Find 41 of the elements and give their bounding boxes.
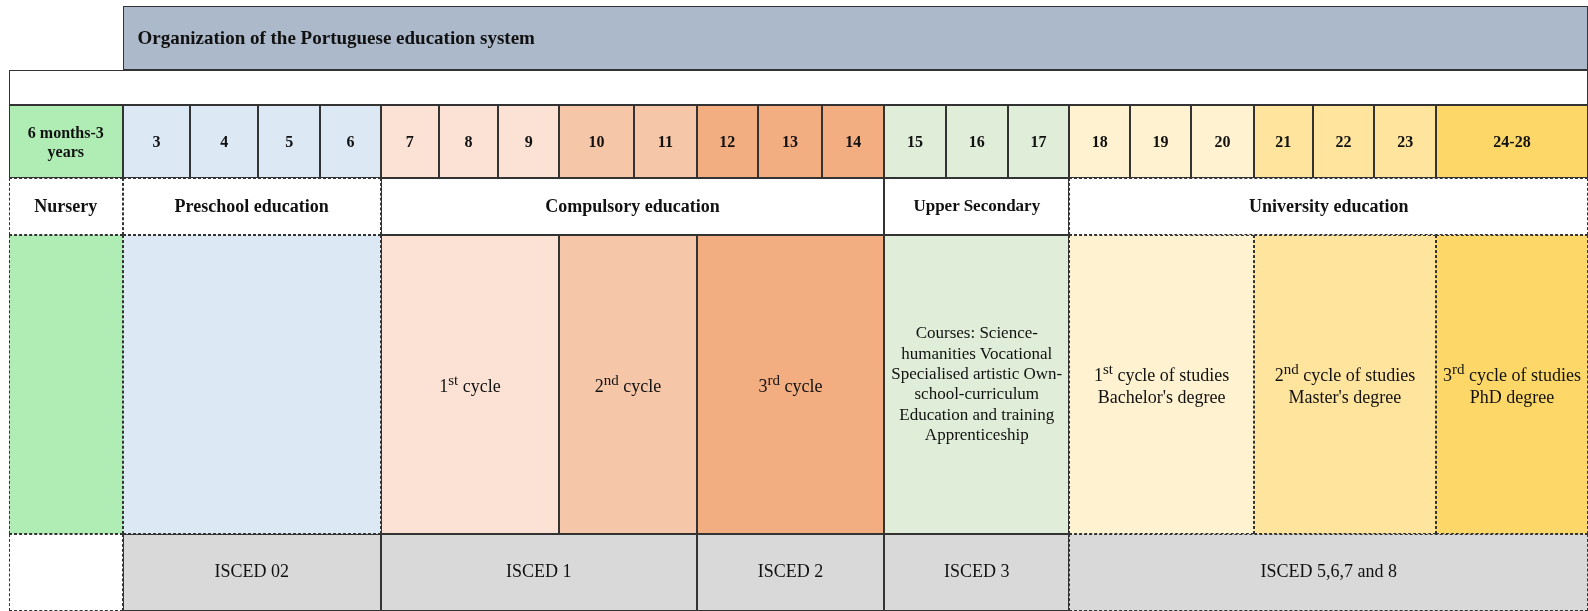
age-label: 15 bbox=[884, 105, 946, 179]
stage-heading: Upper Secondary bbox=[884, 178, 1070, 235]
isced-level: ISCED 02 bbox=[122, 533, 381, 611]
cycle-label: 3$^{rd}$ cycle of studies PhD degree bbox=[1436, 234, 1588, 534]
stage-heading: Preschool education bbox=[122, 178, 381, 235]
table-title: Organization of the Portuguese education system bbox=[122, 6, 1588, 70]
age-label: 5 bbox=[258, 105, 320, 179]
isced-level: ISCED 1 bbox=[380, 533, 697, 611]
cycle-label: 1$^{st}$ cycle of studies Bachelor's degree bbox=[1069, 234, 1254, 534]
age-label: 7 bbox=[380, 105, 439, 179]
age-label: 18 bbox=[1069, 105, 1131, 179]
age-label: 6 bbox=[320, 105, 381, 179]
age-label: 9 bbox=[498, 105, 559, 179]
stage-heading: Nursery bbox=[9, 178, 123, 235]
age-label: 24-28 bbox=[1436, 105, 1588, 179]
cycle-label: 2$^{nd}$ cycle bbox=[559, 234, 697, 534]
age-label: 6 months-3 years bbox=[9, 105, 123, 179]
isced-level: ISCED 2 bbox=[696, 533, 885, 611]
age-label: 16 bbox=[945, 105, 1008, 179]
age-label: 19 bbox=[1130, 105, 1191, 179]
age-label: 20 bbox=[1191, 105, 1254, 179]
age-label: 12 bbox=[696, 105, 758, 179]
stage-heading: Compulsory education bbox=[380, 178, 885, 235]
age-label: 21 bbox=[1253, 105, 1313, 179]
cycle-label: 3$^{rd}$ cycle bbox=[696, 234, 885, 534]
isced-level: ISCED 5,6,7 and 8 bbox=[1069, 533, 1588, 611]
age-label: 17 bbox=[1007, 105, 1070, 179]
age-label: 13 bbox=[757, 105, 823, 179]
age-label: 22 bbox=[1312, 105, 1375, 179]
age-label: 8 bbox=[438, 105, 499, 179]
cycle-label: 1$^{st}$ cycle bbox=[380, 234, 559, 534]
course-list: Courses: Science-humanities Vocational Specialised artistic Own-school-curriculum Education and training Apprenticeship bbox=[884, 234, 1070, 534]
age-label: 3 bbox=[122, 105, 191, 179]
age-label: 4 bbox=[190, 105, 259, 179]
age-label: 14 bbox=[822, 105, 885, 179]
cycle-label: 2$^{nd}$ cycle of studies Master's degree bbox=[1253, 234, 1437, 534]
age-label: 23 bbox=[1374, 105, 1437, 179]
stage-heading: University education bbox=[1069, 178, 1588, 235]
age-label: 10 bbox=[559, 105, 634, 179]
age-label: 11 bbox=[634, 105, 697, 179]
isced-level: ISCED 3 bbox=[884, 533, 1070, 611]
